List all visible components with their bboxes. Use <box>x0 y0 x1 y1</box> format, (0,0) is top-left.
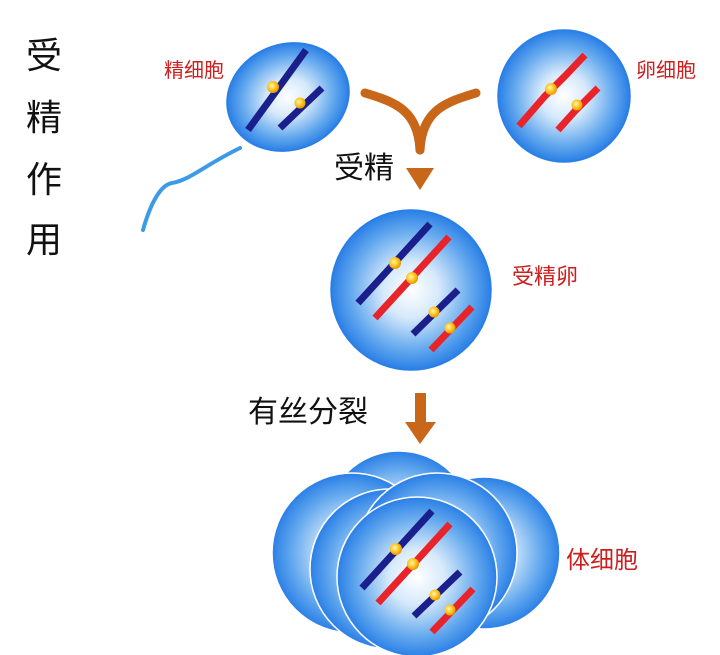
merge-arrow <box>360 88 481 190</box>
zygote-cell <box>330 209 492 371</box>
centromere <box>444 604 456 616</box>
sperm-cell <box>141 42 350 232</box>
centromere <box>444 322 456 334</box>
centromere <box>571 99 583 111</box>
label-somatic: 体细胞 <box>566 546 638 574</box>
title-char-3: 作 <box>26 160 62 201</box>
title-char-4: 用 <box>26 220 62 261</box>
centromere <box>390 543 402 555</box>
centromere <box>389 257 401 269</box>
egg-chromosome-short <box>555 85 601 133</box>
mitosis-arrow <box>405 393 436 444</box>
centromere <box>407 558 419 570</box>
centromere <box>406 272 418 284</box>
zygote-body <box>330 209 492 371</box>
label-egg: 卵细胞 <box>636 58 696 82</box>
sperm-body <box>226 42 350 152</box>
diagram-title: 受 精 作 用 <box>26 36 62 261</box>
centromere <box>428 306 440 318</box>
title-char-2: 精 <box>26 98 62 139</box>
centromere <box>545 83 557 95</box>
sperm-tail <box>141 146 242 232</box>
centromere <box>294 97 306 109</box>
title-char-1: 受 <box>26 36 62 77</box>
centromere <box>267 81 279 93</box>
label-sperm: 精细胞 <box>164 58 224 82</box>
label-mitosis: 有丝分裂 <box>248 395 368 430</box>
centromere <box>429 589 441 601</box>
somatic-cell-cluster <box>271 450 561 655</box>
egg-cell <box>497 29 631 163</box>
somatic-cell-front <box>336 496 498 655</box>
label-zygote: 受精卵 <box>512 265 578 290</box>
egg-body <box>497 29 631 163</box>
label-fertilization: 受精 <box>334 151 394 186</box>
